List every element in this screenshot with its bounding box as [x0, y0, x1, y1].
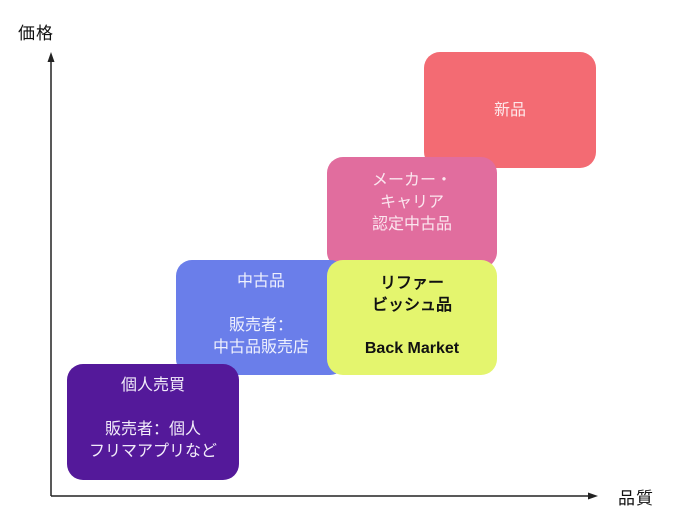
category-box-new: 新品 — [424, 52, 596, 168]
category-box-refurbished: リファー ビッシュ品 Back Market — [327, 260, 497, 375]
box-used-seller-line-2: 中古品販売店 — [212, 337, 309, 356]
x-axis-arrow-icon — [588, 492, 598, 500]
x-axis-label: 品質 — [618, 489, 654, 509]
box-certified-line-2: キャリア — [379, 192, 444, 211]
category-box-personal-sale: 個人売買 販売者：個人 フリマアプリなど — [67, 364, 239, 480]
box-certified-line-3: 認定中古品 — [371, 214, 452, 233]
y-axis-label: 価格 — [18, 24, 54, 44]
box-refurb-line-1: リファー — [379, 273, 444, 292]
y-axis-arrow-icon — [47, 52, 55, 62]
box-refurb-line-2: ビッシュ品 — [371, 295, 452, 314]
box-used-seller-line-1: 販売者： — [228, 315, 293, 334]
box-used-title: 中古品 — [236, 271, 285, 290]
category-box-used: 中古品 販売者： 中古品販売店 — [176, 260, 346, 375]
category-box-certified-used: メーカー・ キャリア 認定中古品 — [327, 157, 497, 268]
box-personal-title: 個人売買 — [120, 375, 185, 394]
box-personal-seller-line-2: フリマアプリなど — [88, 441, 217, 460]
box-new-title: 新品 — [493, 100, 526, 119]
box-certified-line-1: メーカー・ — [371, 170, 452, 189]
box-personal-seller-line-1: 販売者：個人 — [104, 419, 201, 438]
box-refurb-brand: Back Market — [364, 340, 460, 357]
